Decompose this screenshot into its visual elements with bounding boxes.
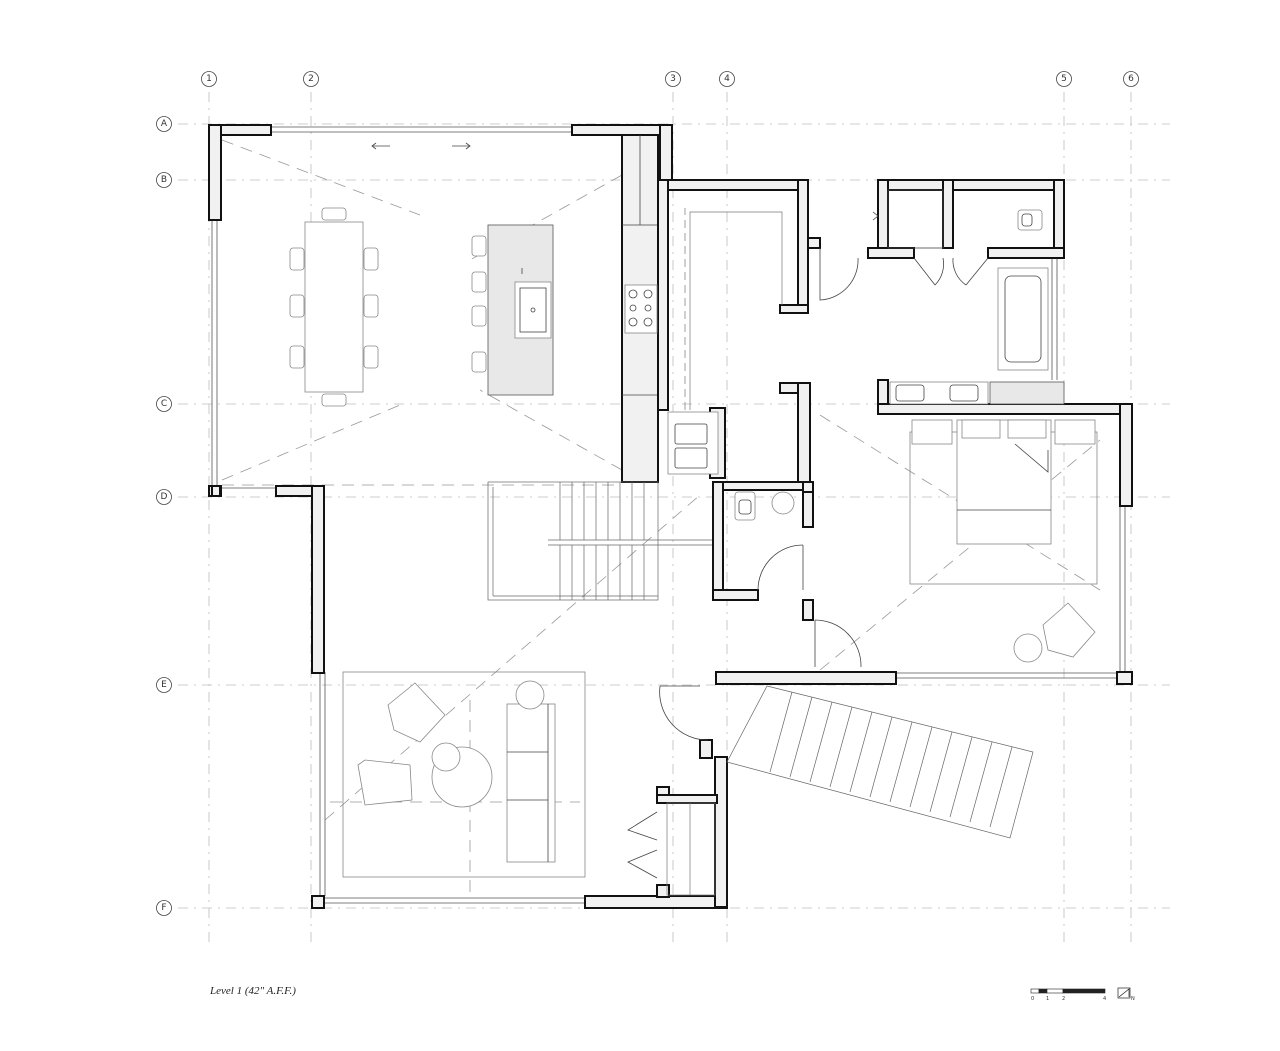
grid-row-label: F bbox=[161, 903, 166, 913]
scale-label-2: 2 bbox=[1062, 996, 1065, 1002]
entry-closets bbox=[627, 802, 716, 896]
scale-label-4: 4 bbox=[1103, 996, 1106, 1002]
exterior-stair bbox=[726, 685, 1034, 839]
bathroom-fixtures bbox=[872, 189, 1049, 405]
island-stools bbox=[471, 235, 487, 373]
grid-bubble-col-2: 2 bbox=[303, 71, 319, 87]
grid-row-label: E bbox=[161, 680, 167, 690]
grid-bubble-col-6: 6 bbox=[1123, 71, 1139, 87]
grid-bubble-col-1: 1 bbox=[201, 71, 217, 87]
dining-table bbox=[289, 207, 379, 407]
main-stair bbox=[487, 481, 712, 601]
scale-label-1: 1 bbox=[1046, 996, 1049, 1002]
grid-row-label: C bbox=[161, 399, 167, 409]
powder-room-fixtures bbox=[734, 491, 804, 591]
grid-bubble-row-c: C bbox=[156, 396, 172, 412]
grid-bubble-row-a: A bbox=[156, 116, 172, 132]
door-swings bbox=[659, 248, 989, 741]
scale-bar: 0 1 2 4 N bbox=[1030, 987, 1135, 1002]
grid-col-label: 1 bbox=[206, 74, 212, 84]
scale-label-0: 0 bbox=[1031, 996, 1034, 1002]
kitchen-island bbox=[487, 224, 554, 396]
grid-bubble-row-b: B bbox=[156, 172, 172, 188]
grid-col-label: 6 bbox=[1128, 74, 1134, 84]
north-label: N bbox=[1131, 996, 1135, 1002]
sliding-door-arrows bbox=[371, 142, 471, 150]
living-room-furniture bbox=[342, 671, 586, 878]
grid-col-label: 2 bbox=[308, 74, 314, 84]
pantry-shelving bbox=[684, 208, 783, 410]
walls bbox=[208, 124, 1133, 909]
washer-dryer bbox=[667, 411, 719, 475]
window-lines bbox=[211, 126, 1126, 904]
north-arrow-icon bbox=[1117, 987, 1131, 999]
grid-row-label: B bbox=[161, 175, 167, 185]
grid-row-label: D bbox=[161, 492, 168, 502]
range-cooktop bbox=[624, 284, 658, 334]
grid-col-label: 3 bbox=[670, 74, 676, 84]
grid-bubble-row-f: F bbox=[156, 900, 172, 916]
grid-row-label: A bbox=[161, 119, 168, 129]
grid-bubble-row-e: E bbox=[156, 677, 172, 693]
grid-bubble-col-3: 3 bbox=[665, 71, 681, 87]
drawing-caption: Level 1 (42" A.F.F.) bbox=[210, 985, 296, 997]
grid-col-label: 5 bbox=[1061, 74, 1067, 84]
bedroom-furniture bbox=[909, 419, 1098, 663]
grid-bubble-col-4: 4 bbox=[719, 71, 735, 87]
grid-col-label: 4 bbox=[724, 74, 730, 84]
grid-bubble-row-d: D bbox=[156, 489, 172, 505]
grid-bubble-col-5: 5 bbox=[1056, 71, 1072, 87]
